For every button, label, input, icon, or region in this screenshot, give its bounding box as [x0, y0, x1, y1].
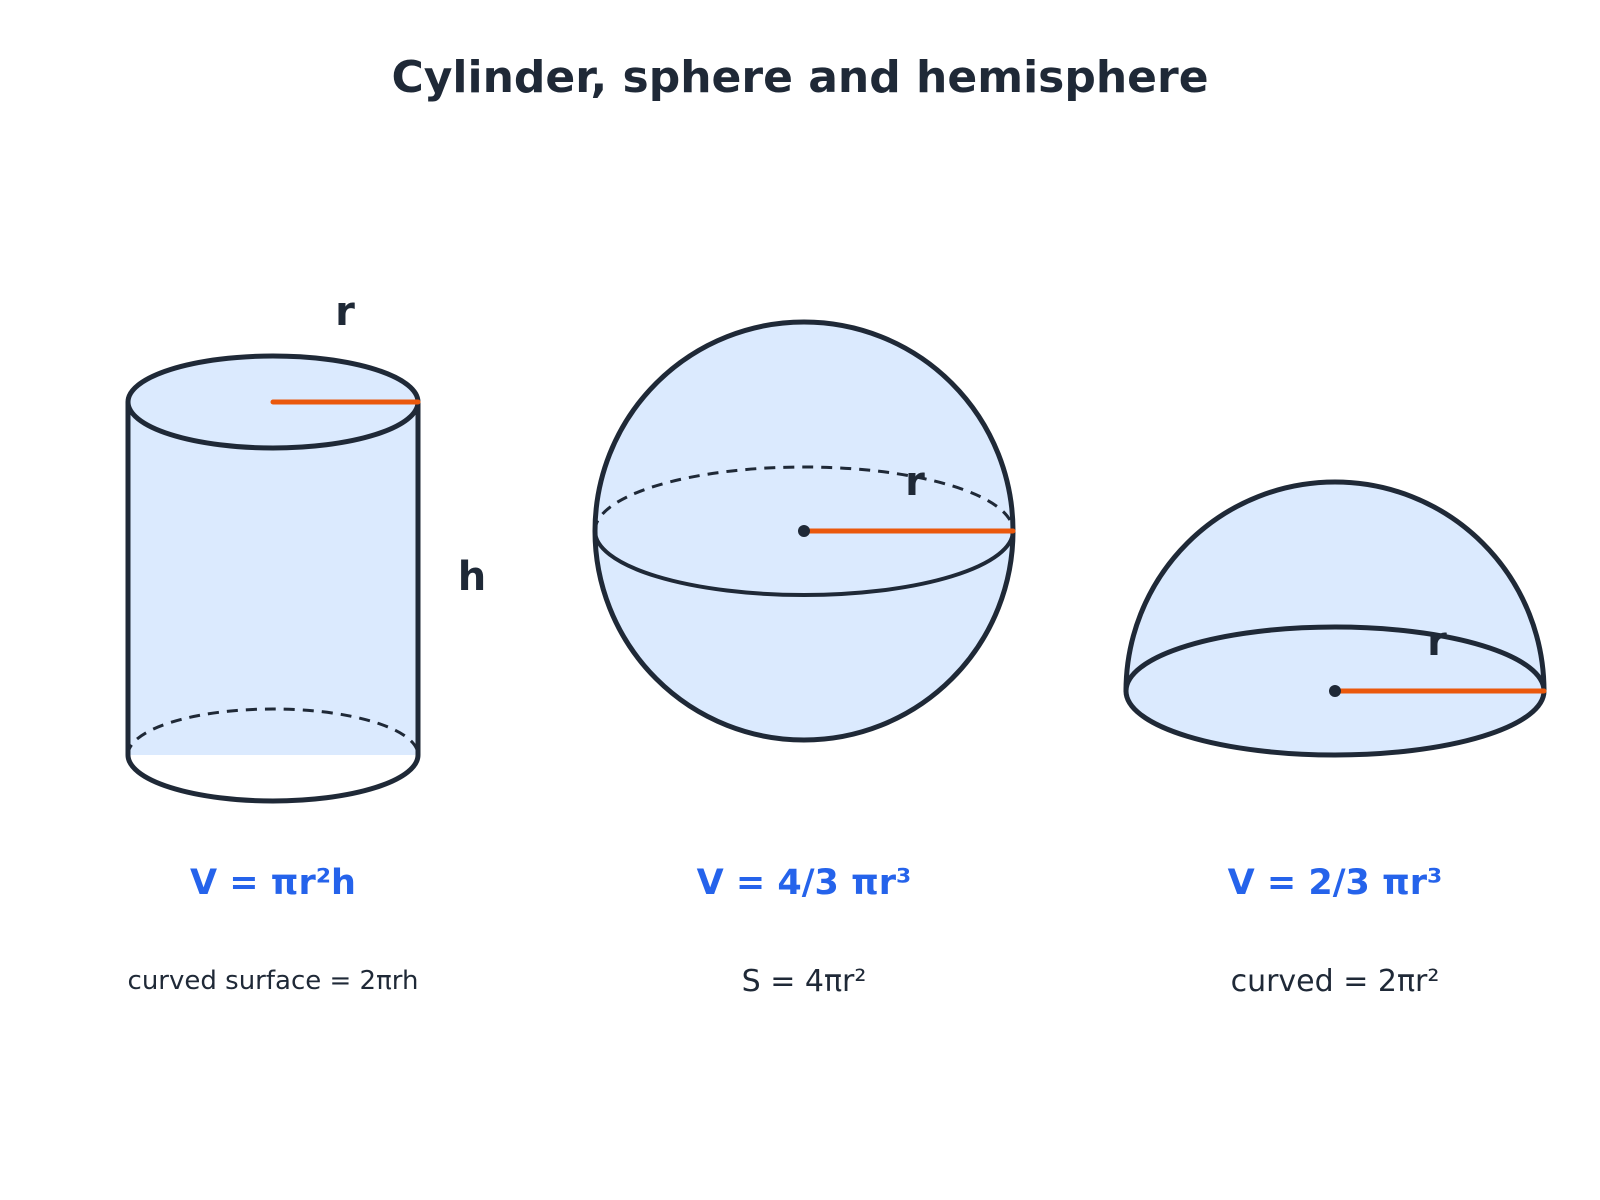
- sphere-radius-label: r: [905, 459, 925, 505]
- sphere-volume-formula: V = 4/3 πr³: [697, 863, 912, 903]
- cylinder-surface-note: curved surface = 2πrh: [128, 966, 419, 996]
- hemisphere: r: [1123, 479, 1547, 758]
- cylinder-bottom-hidden-edge: [126, 707, 420, 756]
- diagram-title: Cylinder, sphere and hemisphere: [391, 52, 1208, 103]
- sphere: r: [592, 319, 1016, 743]
- cylinder-volume-formula: V = πr²h: [190, 863, 356, 903]
- cylinder: r h: [125, 289, 486, 804]
- sphere-surface-note: S = 4πr²: [742, 964, 867, 999]
- hemisphere-radius-label: r: [1427, 619, 1447, 665]
- hemisphere-surface-note: curved = 2πr²: [1231, 964, 1440, 999]
- hemisphere-center-point: [1329, 685, 1341, 697]
- cylinder-body-fill: [128, 402, 418, 755]
- hemisphere-volume-formula: V = 2/3 πr³: [1228, 863, 1443, 903]
- cylinder-height-label: h: [458, 554, 486, 600]
- cylinder-bottom-front-edge: [125, 754, 421, 804]
- cylinder-radius-label: r: [335, 289, 355, 335]
- sphere-center-point: [798, 525, 810, 537]
- sphere-equator-front: [593, 530, 1015, 597]
- sphere-equator-back: [593, 465, 1015, 532]
